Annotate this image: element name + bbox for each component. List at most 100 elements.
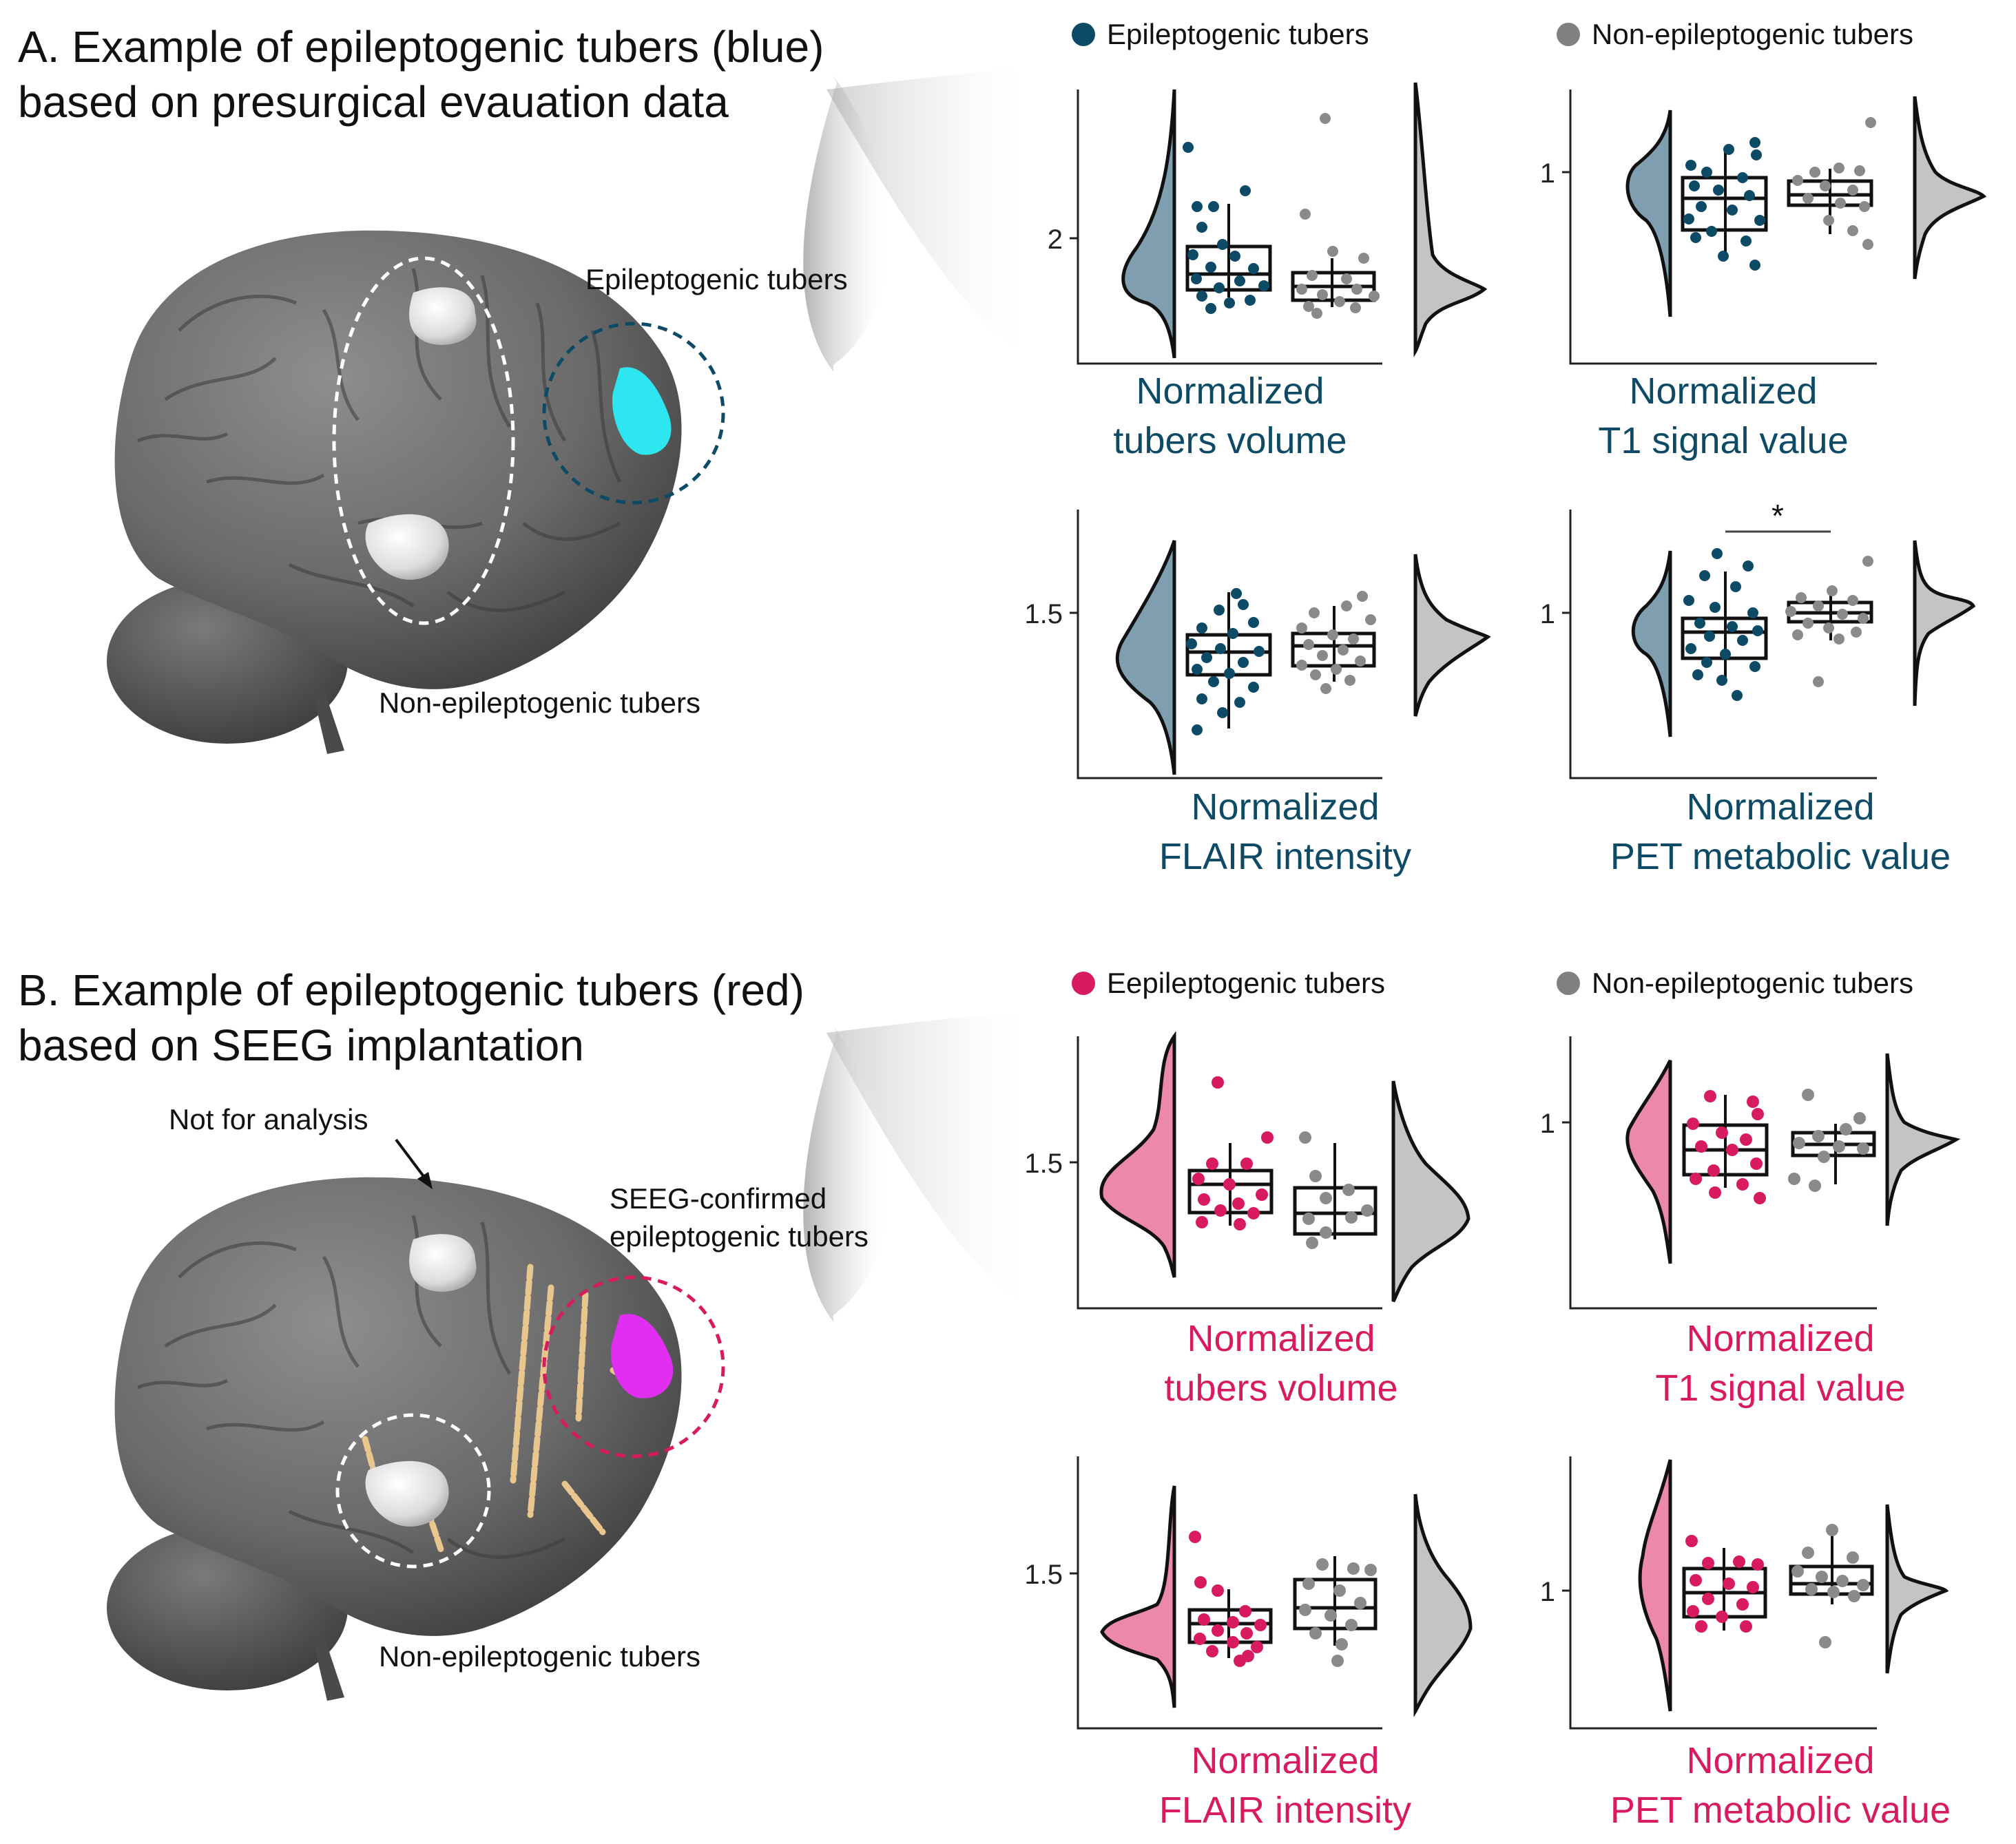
point	[1364, 1564, 1377, 1576]
violin-b-pet-nept	[1885, 1504, 1949, 1674]
panel-b-title-line2: based on SEEG implantation	[18, 1020, 584, 1070]
point	[1320, 113, 1331, 124]
electrode	[561, 1480, 606, 1536]
points-b-volume-nept	[1299, 1131, 1373, 1249]
point	[1302, 1213, 1315, 1225]
point	[1847, 225, 1858, 236]
point	[1194, 1633, 1206, 1645]
point	[1747, 1581, 1759, 1593]
point	[1358, 253, 1369, 264]
point	[1847, 595, 1858, 606]
point	[1809, 1180, 1821, 1192]
point	[1201, 652, 1212, 663]
violin-b-volume-nept	[1391, 1080, 1471, 1303]
plot-b-t1: 1 Normalized T1 signal value	[1540, 1036, 1961, 1409]
points-a-t1-ept	[1683, 137, 1765, 271]
point	[1300, 209, 1311, 220]
point	[1334, 296, 1345, 307]
sig-star-a-pet: *	[1771, 498, 1784, 534]
points-b-flair-ept	[1189, 1531, 1267, 1667]
point	[1215, 643, 1226, 654]
point	[1840, 1123, 1852, 1135]
point	[1327, 629, 1338, 640]
outline-non-ept-b	[335, 1413, 491, 1569]
tuber-white-top-a	[409, 287, 477, 345]
box-b-volume-nept	[1293, 1186, 1378, 1236]
arrowhead-not-for-analysis	[417, 1172, 433, 1189]
point	[1687, 1605, 1699, 1617]
xlabel-a-volume-line2: tubers volume	[1113, 420, 1347, 461]
points-b-t1-nept	[1788, 1089, 1869, 1192]
cortex-a	[114, 230, 682, 689]
point	[1743, 560, 1754, 572]
point	[1857, 1579, 1869, 1591]
point	[1341, 600, 1352, 611]
point	[1744, 190, 1755, 201]
point	[1785, 606, 1796, 617]
point	[1818, 1151, 1830, 1163]
legend-a-ept-marker	[1072, 23, 1095, 46]
panel-a: A. Example of epileptogenic tubers (blue…	[18, 18, 1987, 877]
tuber-magenta-b	[610, 1314, 674, 1398]
plot-b-volume: 1.5 Normalized tubers volume	[1024, 1031, 1471, 1409]
arrow-not-for-analysis	[395, 1138, 428, 1182]
point	[1350, 302, 1361, 313]
zoom-fan-b	[803, 1026, 889, 1322]
point	[1718, 251, 1729, 262]
axes-a-t1	[1569, 90, 1877, 365]
point	[1189, 1531, 1201, 1543]
point	[1692, 669, 1703, 680]
point	[1299, 1131, 1311, 1144]
point	[1862, 556, 1873, 567]
point	[1232, 1197, 1245, 1210]
point	[1701, 657, 1712, 668]
point	[1737, 172, 1748, 183]
point	[1704, 631, 1715, 642]
panel-b-title-line1: B. Example of epileptogenic tubers (red)	[18, 965, 804, 1015]
point	[1823, 622, 1834, 633]
point	[1192, 1173, 1205, 1185]
gyri-a	[137, 268, 622, 612]
box-a-t1-ept	[1681, 176, 1768, 232]
point	[1296, 660, 1307, 671]
panel-a-title-line2: based on presurgical evauation data	[18, 77, 729, 127]
axes-b-t1	[1569, 1036, 1877, 1310]
point	[1336, 1638, 1348, 1651]
point	[1333, 1584, 1346, 1597]
point	[1851, 627, 1862, 638]
point	[1224, 668, 1235, 679]
point	[1683, 595, 1694, 606]
point	[1788, 1173, 1800, 1185]
ytick-label-a-flair: 1.5	[1024, 599, 1063, 629]
point	[1853, 1112, 1866, 1124]
tuber-cyan-a	[612, 367, 672, 455]
axes-a-pet	[1569, 510, 1877, 779]
point	[1316, 1558, 1329, 1571]
points-a-volume-ept	[1183, 142, 1269, 314]
point	[1191, 273, 1202, 284]
point	[1802, 1547, 1814, 1559]
point	[1690, 232, 1701, 243]
points-b-pet-nept	[1791, 1524, 1869, 1648]
point	[1802, 618, 1814, 629]
point	[1752, 1558, 1764, 1571]
point	[1865, 117, 1876, 128]
point	[1247, 1207, 1260, 1219]
brain-render-a	[107, 230, 725, 754]
legend-a-nept-label: Non-epileptogenic tubers	[1592, 18, 1913, 50]
point	[1303, 301, 1314, 312]
brain-b-label-na: Not for analysis	[169, 1103, 368, 1135]
outline-non-ept-a	[332, 256, 515, 625]
point	[1805, 1583, 1818, 1595]
point	[1796, 592, 1807, 603]
point	[1183, 142, 1194, 153]
point	[1299, 1604, 1311, 1616]
point	[1685, 1535, 1698, 1547]
legend-b-ept-marker	[1072, 972, 1095, 995]
point	[1254, 646, 1265, 657]
plot-b-pet: 1 Normalized PET metabolic value	[1540, 1456, 1951, 1831]
point	[1214, 282, 1225, 293]
point	[1833, 633, 1844, 645]
outline-ept-b	[542, 1275, 725, 1458]
